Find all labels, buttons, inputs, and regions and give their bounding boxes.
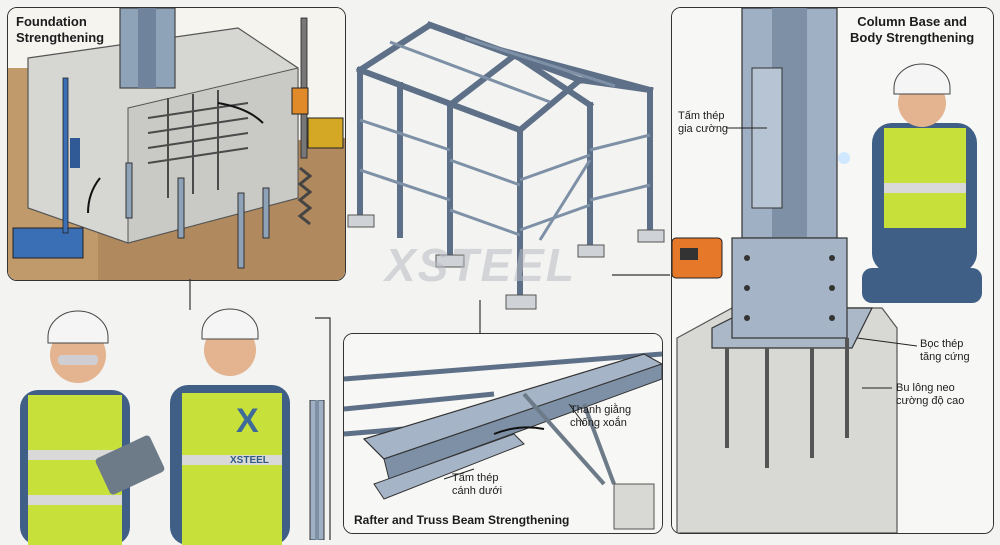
steel-frame-illustration <box>347 21 665 310</box>
workers-illustration: X <box>20 308 290 545</box>
svg-text:X: X <box>236 402 259 440</box>
label-bottom-flange-plate: Tấm thép cánh dưới <box>452 472 503 497</box>
rafter-illustration <box>344 334 662 533</box>
label-anchor-bolt: Bu lông neo cường độ cao <box>896 382 965 407</box>
column-post-illustration <box>309 400 325 540</box>
label-reinforcing-plate: Tấm thép gia cường <box>678 110 729 135</box>
rafter-panel: Thanh giằng chống xoắn Tấm thép cánh dướ… <box>343 333 663 534</box>
column-illustration <box>672 8 993 533</box>
foundation-panel: Foundation Strengthening <box>7 7 346 281</box>
watermark: XSTEEL <box>385 239 576 291</box>
foundation-title: Foundation Strengthening <box>16 14 105 45</box>
label-steel-wrap: Bọc thép tăng cứng <box>920 338 970 363</box>
vest-logo: XSTEEL <box>230 455 269 466</box>
column-panel: Column Base and Body Strengthening Tấm t… <box>671 7 994 534</box>
column-title: Column Base and Body Strengthening <box>850 14 975 45</box>
foundation-illustration <box>8 8 345 280</box>
rafter-title: Rafter and Truss Beam Strengthening <box>354 513 570 527</box>
label-anti-torsion-brace: Thanh giằng chống xoắn <box>570 404 632 429</box>
